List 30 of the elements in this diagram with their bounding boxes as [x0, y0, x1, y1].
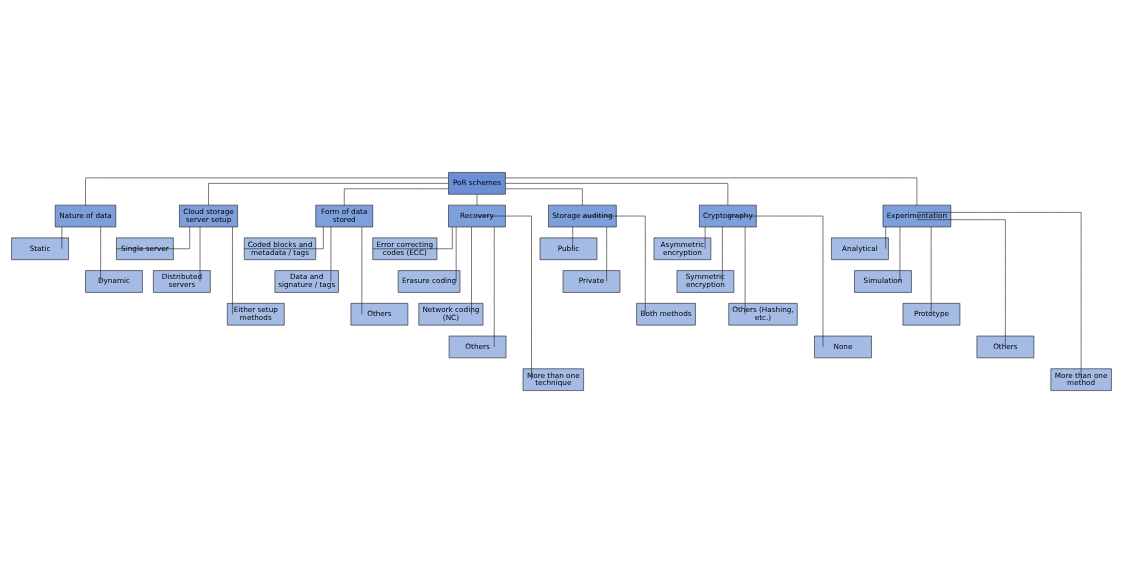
connector	[208, 183, 449, 206]
connector	[493, 226, 495, 348]
connector	[572, 226, 573, 250]
connector	[505, 177, 918, 206]
connector	[885, 226, 886, 250]
connector	[582, 215, 646, 315]
connector	[455, 226, 457, 282]
connector	[916, 212, 1082, 380]
connector	[61, 226, 63, 250]
connector	[505, 183, 729, 206]
connector	[372, 226, 453, 250]
connector	[243, 226, 324, 250]
connector	[232, 226, 233, 315]
connector	[722, 226, 723, 282]
connector	[744, 226, 746, 315]
connector	[85, 177, 449, 206]
connector	[704, 226, 706, 250]
connector	[606, 226, 607, 282]
connector	[899, 226, 901, 282]
connector	[361, 226, 363, 315]
connector	[100, 226, 101, 282]
connector	[116, 226, 191, 250]
connector	[930, 226, 932, 315]
connector	[199, 226, 201, 282]
connector	[471, 226, 472, 315]
connector	[343, 188, 449, 206]
connector	[916, 219, 1006, 348]
connector	[476, 215, 532, 380]
connector	[505, 188, 583, 206]
connector	[330, 226, 332, 282]
